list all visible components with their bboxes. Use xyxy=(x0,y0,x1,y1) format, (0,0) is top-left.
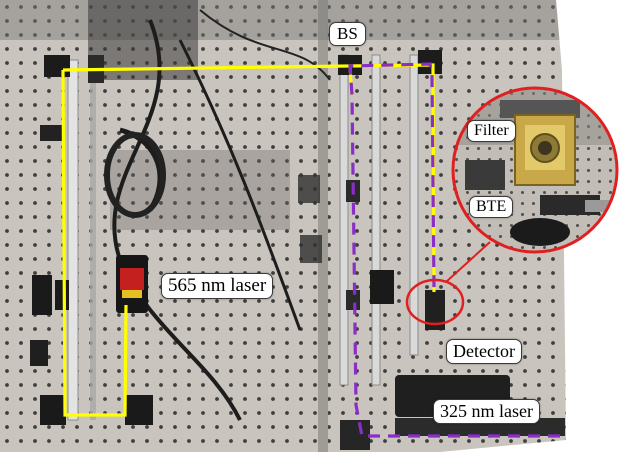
detector-label: Detector xyxy=(446,339,522,364)
laser-565-label: 565 nm laser xyxy=(161,273,274,299)
laser-325-label: 325 nm laser xyxy=(433,399,540,424)
filter-label: Filter xyxy=(467,120,516,142)
beam-325-path xyxy=(348,62,560,438)
beam-splitter-label: BS xyxy=(329,22,366,46)
bte-label: BTE xyxy=(469,196,514,218)
zoom-circle xyxy=(405,241,491,326)
